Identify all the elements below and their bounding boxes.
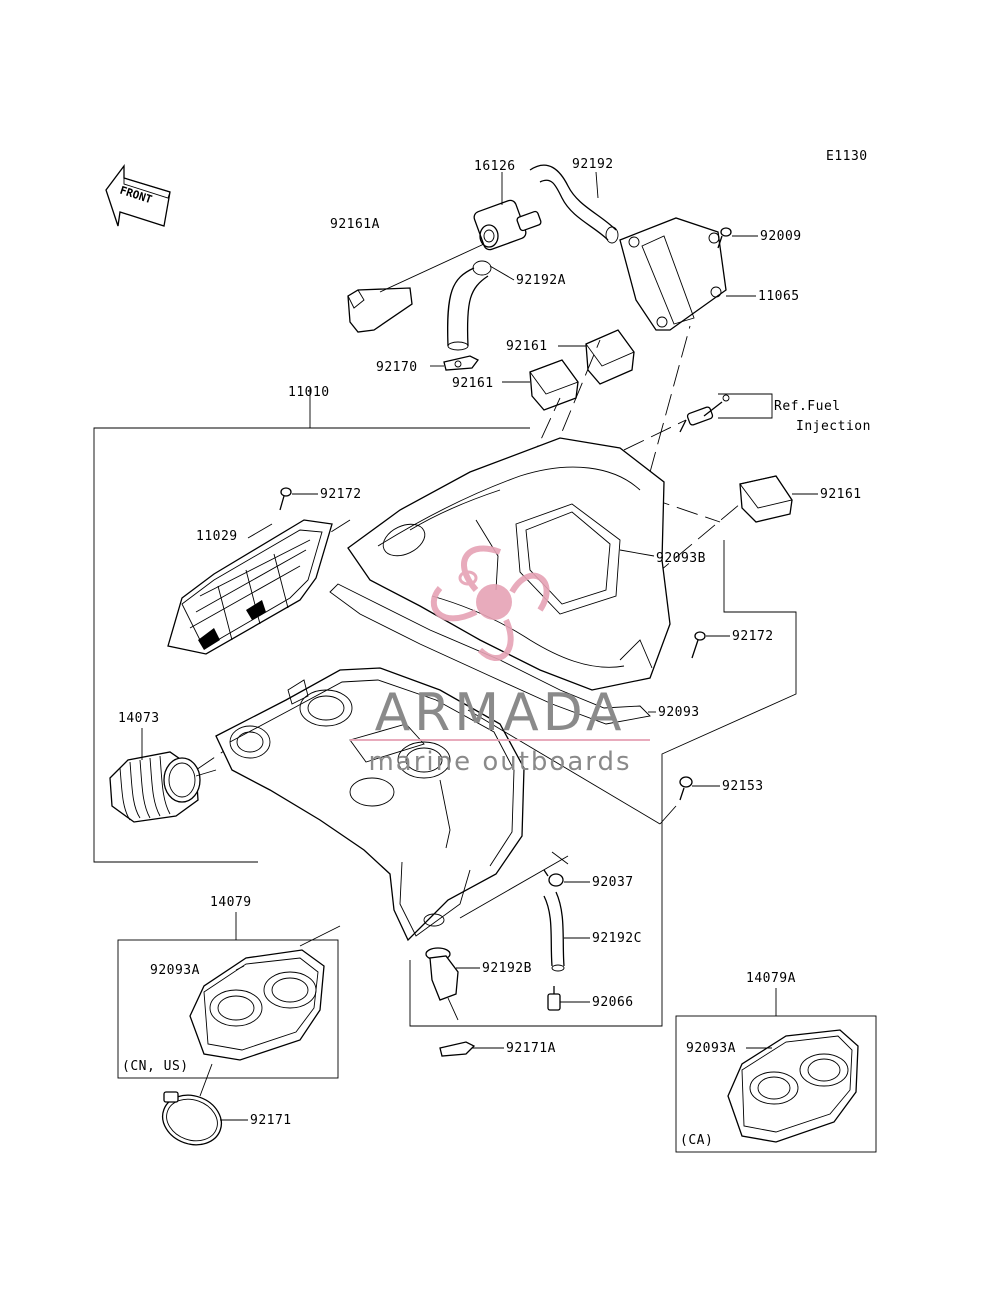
label-92172-lower: 92172: [732, 629, 774, 644]
clamp-92037: [459, 851, 590, 919]
label-injection: Injection: [796, 419, 871, 434]
front-arrow-icon: FRONT: [105, 164, 171, 227]
label-16126: 16126: [474, 159, 516, 174]
clamp-ring-92171: [161, 1063, 248, 1146]
label-92161A: 92161A: [330, 217, 380, 232]
label-92171A: 92171A: [506, 1041, 556, 1056]
clip-92170: [430, 355, 479, 371]
drain-92192B: [425, 947, 480, 1021]
bolt-92153: [467, 709, 720, 825]
label-92153: 92153: [722, 779, 764, 794]
label-92192B: 92192B: [482, 961, 532, 976]
label-variant-cn-us: (CN, US): [122, 1059, 189, 1074]
label-92009: 92009: [760, 229, 802, 244]
plate-11065: [619, 217, 756, 331]
valve-16126: [473, 172, 542, 251]
label-92093B: 92093B: [656, 551, 706, 566]
label-11065: 11065: [758, 289, 800, 304]
bolt-92172-lower: [691, 631, 730, 659]
hose-92192: [529, 164, 619, 244]
pad-92161A: [347, 243, 485, 333]
label-92171: 92171: [250, 1113, 292, 1128]
box-14079: [117, 939, 339, 1079]
armada-logo-icon: [350, 545, 650, 741]
watermark-tagline: marine outboards: [368, 747, 631, 777]
pad-92161-lower: [502, 359, 579, 411]
label-92172-upper: 92172: [320, 487, 362, 502]
label-11029: 11029: [196, 529, 238, 544]
seal-92093: [329, 583, 656, 725]
intake-duct-14073: [109, 728, 217, 823]
label-11010: 11010: [288, 385, 330, 400]
label-92170: 92170: [376, 360, 418, 375]
label-92037: 92037: [592, 875, 634, 890]
air-cleaner-cover-14079A: [727, 1029, 859, 1143]
label-92192: 92192: [572, 157, 614, 172]
label-92161-upper: 92161: [506, 339, 548, 354]
hose-92192C: [543, 891, 590, 972]
label-92066: 92066: [592, 995, 634, 1010]
sensor-fuel-injection: [679, 393, 773, 433]
label-92093: 92093: [658, 705, 700, 720]
clip-92171A: [439, 1041, 504, 1057]
upper-case-cover: [347, 437, 671, 691]
label-92093A-right: 92093A: [686, 1041, 736, 1056]
air-cleaner-cover-14079: [189, 949, 325, 1061]
pad-92161-right: [739, 475, 818, 523]
hose-92192A: [446, 260, 515, 351]
label-14079A: 14079A: [746, 971, 796, 986]
watermark-brand: ARMADA: [375, 683, 626, 743]
filter-element-11029: [167, 519, 333, 655]
lower-case: [215, 667, 525, 942]
plug-92066: [547, 986, 590, 1011]
label-variant-ca: (CA): [680, 1133, 713, 1148]
label-14079: 14079: [210, 895, 252, 910]
bolt-92009: [717, 227, 758, 249]
label-ref-fuel: Ref.Fuel: [774, 399, 841, 414]
label-92161-lower: 92161: [452, 376, 494, 391]
label-92192A: 92192A: [516, 273, 566, 288]
pad-92161-upper: [558, 329, 635, 385]
label-92161-right: 92161: [820, 487, 862, 502]
label-92192C: 92192C: [592, 931, 642, 946]
front-label: FRONT: [118, 184, 154, 207]
bolt-92172-upper: [279, 487, 318, 511]
label-14073: 14073: [118, 711, 160, 726]
label-92093A-left: 92093A: [150, 963, 200, 978]
diagram-code: E1130: [826, 149, 868, 164]
